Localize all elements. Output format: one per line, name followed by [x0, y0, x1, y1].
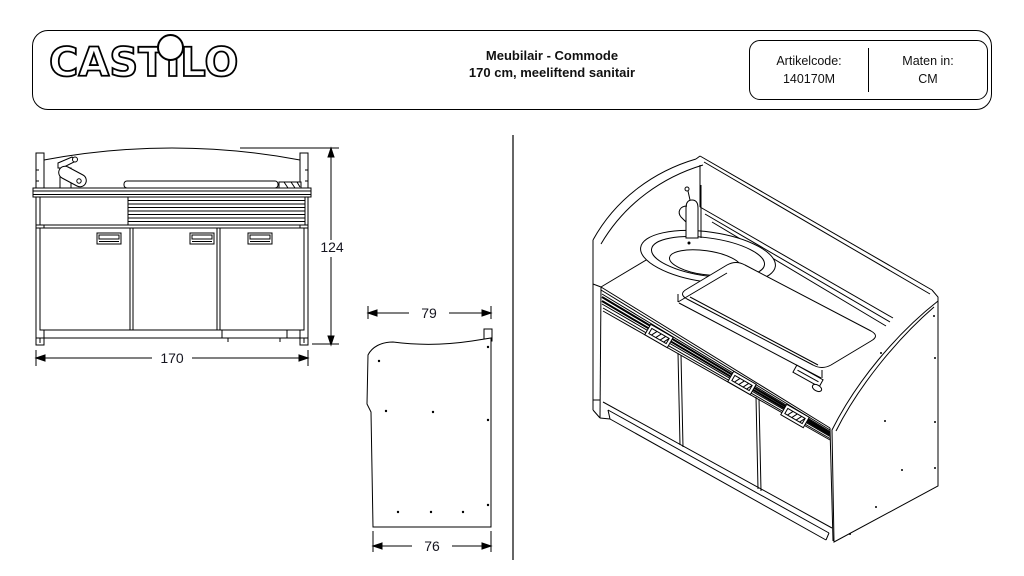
- castilo-logo: CASTILO: [48, 34, 239, 86]
- logo-text: CASTILO: [48, 40, 239, 86]
- perspective-view-drawing: [592, 155, 939, 543]
- maten-label: Maten in:: [902, 53, 954, 68]
- header-bar: CASTILO Meubilair - Commode 170 cm, meel…: [32, 30, 992, 110]
- front-width-dimension: 170: [160, 350, 184, 366]
- side-bottom-width-dimension: 76: [424, 538, 440, 554]
- product-title: Meubilair - Commode 170 cm, meeliftend s…: [342, 48, 762, 82]
- artikelcode-value: 140170M: [782, 72, 836, 86]
- maten-value: CM: [918, 72, 938, 86]
- artikelcode-label: Artikelcode:: [776, 53, 842, 68]
- logo-dot-icon: [157, 34, 184, 61]
- product-title-line1: Meubilair - Commode: [485, 48, 619, 63]
- artikelcode-cell: Artikelcode: 140170M: [750, 41, 868, 99]
- maten-cell: Maten in: CM: [868, 48, 987, 92]
- side-view-drawing: 79 76: [366, 305, 493, 554]
- side-top-width-dimension: 79: [421, 305, 437, 321]
- front-view-drawing: 170 124: [32, 146, 344, 366]
- product-title-line2: 170 cm, meeliftend sanitair: [468, 64, 636, 80]
- spec-box: Artikelcode: 140170M Maten in: CM: [749, 40, 988, 100]
- front-height-dimension: 124: [320, 239, 344, 255]
